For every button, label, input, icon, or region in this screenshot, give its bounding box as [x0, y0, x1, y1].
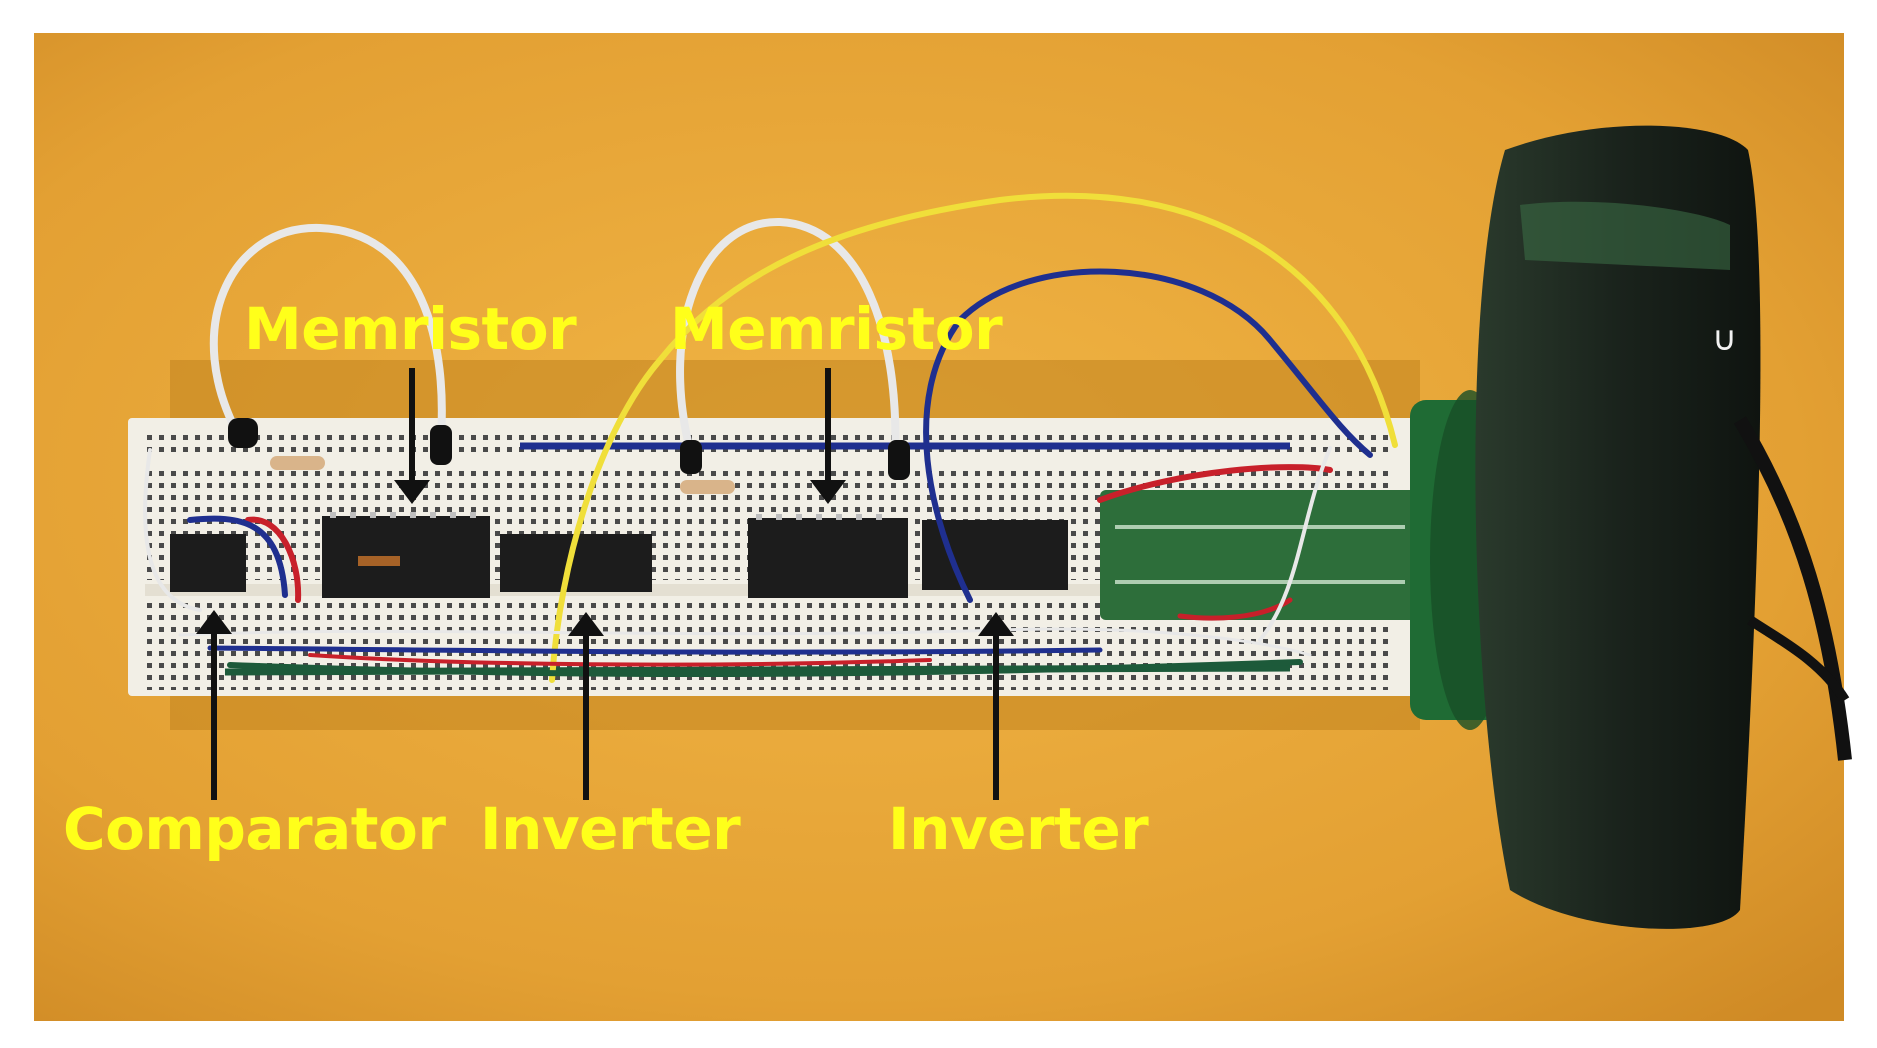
- inverter-label-right: Inverter: [888, 795, 1149, 863]
- memristor-chip-right: [748, 518, 908, 598]
- memristor-chip-left: [322, 516, 490, 598]
- inverter-chip-right: [922, 520, 1068, 590]
- inverter-label-left: Inverter: [480, 795, 741, 863]
- memristor-label-left: Memristor: [244, 295, 577, 363]
- usb-adapter-board: [1100, 490, 1420, 620]
- comparator-label: Comparator: [63, 795, 446, 863]
- ic-chips: [170, 512, 1068, 598]
- comparator-chip: [170, 534, 246, 592]
- resistors: [228, 418, 910, 494]
- callout-arrows: [196, 368, 1014, 800]
- jumper-wires: [143, 192, 1398, 683]
- device-glyph-u: ∪: [1712, 319, 1737, 359]
- measurement-device: ∪: [1410, 125, 1852, 929]
- memristor-label-right: Memristor: [670, 295, 1003, 363]
